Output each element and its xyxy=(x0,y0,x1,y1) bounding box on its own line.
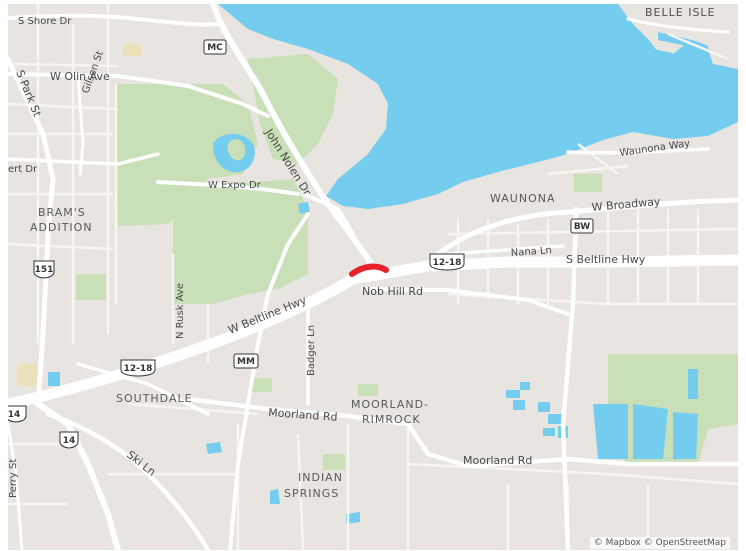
label-brams-2: ADDITION xyxy=(30,221,93,234)
map-canvas: S Shore Dr W Olin Ave S Park St Gilson S… xyxy=(8,4,738,550)
attribution-mapbox[interactable]: © Mapbox xyxy=(593,538,641,548)
label-nana-ln: Nana Ln xyxy=(510,245,552,259)
shield-us12-18-east: 12-18 xyxy=(429,253,465,271)
label-w-broadway: W Broadway xyxy=(591,195,661,214)
pond-se-3 xyxy=(673,412,698,459)
label-s-beltline-hwy: S Beltline Hwy xyxy=(566,253,646,266)
pond-small-5 xyxy=(346,512,360,524)
label-waunona: WAUNONA xyxy=(490,192,556,205)
park-moorland xyxy=(358,384,378,396)
label-w-olin-ave: W Olin Ave xyxy=(50,70,110,83)
label-w-expo-dr: W Expo Dr xyxy=(208,180,262,191)
shield-mm: MM xyxy=(233,353,259,369)
park-olin xyxy=(116,84,258,226)
park-waunona xyxy=(574,174,602,192)
shield-bw: BW xyxy=(570,218,594,234)
park-indian xyxy=(323,454,345,470)
svg-text:12-18: 12-18 xyxy=(124,364,153,374)
park-southdale xyxy=(250,378,272,392)
park-small-2 xyxy=(18,364,38,386)
belle-isle-channel xyxy=(658,32,708,52)
park-nolen xyxy=(248,54,338,164)
svg-text:14: 14 xyxy=(63,436,76,446)
shield-us14-north: 14 xyxy=(59,431,79,449)
shield-us12-18-west: 12-18 xyxy=(120,359,156,377)
label-moorland-rd-w: Moorland Rd xyxy=(268,406,338,424)
label-n-rusk-ave: N Rusk Ave xyxy=(175,283,186,339)
major-roads xyxy=(8,4,738,550)
pond-2 xyxy=(298,202,310,214)
pond-small-3 xyxy=(206,442,222,454)
label-moorland-rd-e: Moorland Rd xyxy=(463,454,532,467)
shield-us14-west: 14 xyxy=(8,405,27,423)
label-belle-isle: BELLE ISLE xyxy=(645,6,716,19)
pond-small-6 xyxy=(48,372,60,386)
route-highlight xyxy=(349,263,389,277)
label-indian-springs-2: SPRINGS xyxy=(284,487,339,500)
svg-text:14: 14 xyxy=(8,410,20,420)
label-perry-st: Perry St xyxy=(8,459,19,498)
minor-streets xyxy=(8,4,738,550)
label-indian-springs-1: INDIAN xyxy=(298,471,343,484)
pond-se-2 xyxy=(633,404,668,459)
label-ert-dr: ert Dr xyxy=(8,164,38,175)
svg-text:BW: BW xyxy=(574,222,590,232)
label-s-shore-dr: S Shore Dr xyxy=(18,16,72,27)
shield-mc: MC xyxy=(203,39,227,55)
svg-text:MC: MC xyxy=(207,43,223,53)
pond-se-4 xyxy=(688,369,698,399)
park-west xyxy=(173,179,308,304)
pond-small-4 xyxy=(270,489,280,504)
pond-expo xyxy=(213,133,255,173)
attribution-osm[interactable]: © OpenStreetMap xyxy=(643,538,726,548)
shield-us151: 151 xyxy=(33,260,55,279)
park-small-1 xyxy=(123,44,141,56)
belle-isle-channel-2 xyxy=(653,49,700,66)
label-nob-hill-rd: Nob Hill Rd xyxy=(362,285,423,298)
lake-monona xyxy=(218,4,738,209)
pond-se-1 xyxy=(593,404,628,459)
svg-text:151: 151 xyxy=(35,265,54,275)
label-moorland-rimrock-2: RIMROCK xyxy=(362,413,421,426)
label-moorland-rimrock-1: MOORLAND- xyxy=(351,398,429,411)
waunona-shore xyxy=(428,122,738,214)
map-attribution[interactable]: © Mapbox © OpenStreetMap xyxy=(589,537,730,549)
map-view[interactable]: S Shore Dr W Olin Ave S Park St Gilson S… xyxy=(8,4,738,550)
label-southdale: SOUTHDALE xyxy=(116,392,193,405)
label-badger-ln: Badger Ln xyxy=(306,325,317,376)
park-brams xyxy=(76,274,106,300)
label-brams-1: BRAM'S xyxy=(38,206,86,219)
svg-text:12-18: 12-18 xyxy=(433,258,462,268)
belle-isle xyxy=(618,4,738,69)
svg-text:MM: MM xyxy=(237,357,255,367)
